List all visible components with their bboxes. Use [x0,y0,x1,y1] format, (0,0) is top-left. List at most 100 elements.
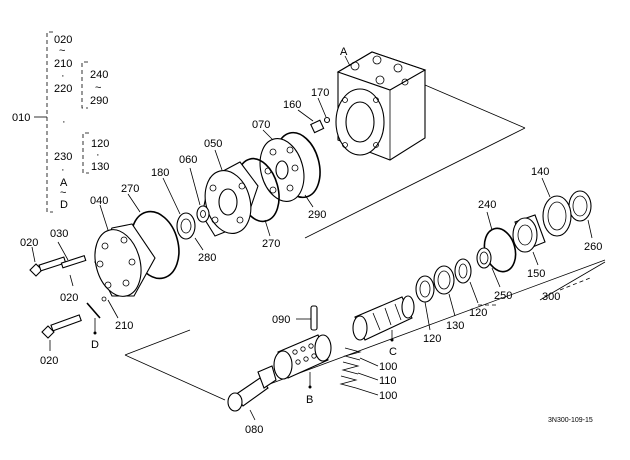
leader-line [162,177,181,215]
leader-line [532,251,539,266]
callout-270-left: 270 [121,183,139,195]
callout-A: A [340,46,348,58]
bracket-dot: · [61,164,65,176]
pin-090 [310,305,318,331]
ball-170 [323,116,331,124]
callout-020: 020 [20,237,38,249]
bushing-150 [512,214,546,253]
assembly-code: 010 [12,112,30,124]
bracket-letter: D [60,199,68,211]
pin-210 [86,302,101,319]
callout-280: 280 [198,252,216,264]
figure-code: 3N300-109-15 [548,417,593,424]
callout-210: 210 [115,320,133,332]
plug-160 [310,119,325,134]
range-b-dot: · [96,149,100,161]
spacer-sleeve-180 [176,212,196,240]
gerotor-050 [201,161,259,237]
seal-ring-140 [542,195,572,237]
callout-120: 120 [423,333,441,345]
bracket-letter: A [60,177,68,189]
guide-line [539,261,606,301]
leader-line [107,299,119,319]
bracket-code: 220 [54,83,72,95]
callout-300: 300 [542,291,560,303]
leader-line [262,129,274,141]
guide-line [124,329,191,356]
leader-line [357,372,379,381]
callout-170: 170 [311,87,329,99]
valve-housing [335,51,427,161]
callout-270: 270 [262,238,280,250]
distributor-plate-070 [259,138,305,202]
leader-line [587,219,593,239]
sleeve-B [273,334,332,380]
callout-180: 180 [151,167,169,179]
seal-ring-260 [568,190,592,222]
range-a-tilde: ~ [95,82,101,94]
spool-C [352,295,415,341]
callout-C: C [389,346,397,358]
bracket-code: 210 [54,58,72,70]
callout-D: D [91,339,99,351]
bracket-dot: · [61,70,65,82]
leader-line [359,357,379,367]
range-b-code: 130 [91,161,109,173]
callout-020: 020 [60,292,78,304]
ring-120-right [454,258,472,284]
part-number-bracket: 020 ~ 210 · 220 240 ~ 290 010 · 120 · 13… [12,31,109,213]
bracket-dot: · [62,116,66,128]
outer-bracket-line [46,31,53,213]
centering-springs [339,347,362,389]
callout-140: 140 [531,166,549,178]
bolt-020-upper [29,256,67,277]
spacer-060 [196,205,210,223]
leader-line [541,177,551,198]
bolt-020-lower [41,314,82,339]
leader-line [297,109,314,122]
guide-line [424,84,526,129]
callout-090: 090 [272,314,290,326]
callout-240: 240 [478,199,496,211]
callout-080: 080 [245,424,263,436]
leader-line [491,267,501,288]
end-cap-040 [94,223,156,297]
callout-160: 160 [283,99,301,111]
leader-line [344,55,351,67]
leader-line [194,237,204,251]
callout-120: 120 [469,307,487,319]
leader-line [249,409,256,421]
leader-line [424,301,431,331]
ring-250 [476,247,492,269]
range-b-code: 120 [91,138,109,150]
callout-100: 100 [379,390,397,402]
leader-line [214,149,223,171]
leader-line [317,97,327,118]
range-b-bracket-line [82,132,89,174]
guide-line [304,127,526,239]
callout-B: B [306,394,313,406]
bracket-code: 230 [54,151,72,163]
bracket-tilde: ~ [59,45,65,57]
drive-shaft-080 [227,365,277,412]
leader-line [99,204,109,231]
guide-line [124,354,226,401]
group-300-bracket [559,277,591,291]
range-a-code: 240 [90,69,108,81]
callout-030: 030 [50,228,68,240]
assembly-guide-lines [124,84,606,401]
callout-050: 050 [204,138,222,150]
leader-line [57,241,69,261]
leader-line [448,293,456,317]
ring-120-left [415,275,435,303]
leader-line [355,387,379,396]
leader-line [189,167,201,206]
bracket-code: 020 [54,34,72,46]
leader-line [304,194,314,208]
callout-260: 260 [584,241,602,253]
pin-030 [60,254,87,269]
leader-line [31,246,36,263]
range-a-code: 290 [90,95,108,107]
